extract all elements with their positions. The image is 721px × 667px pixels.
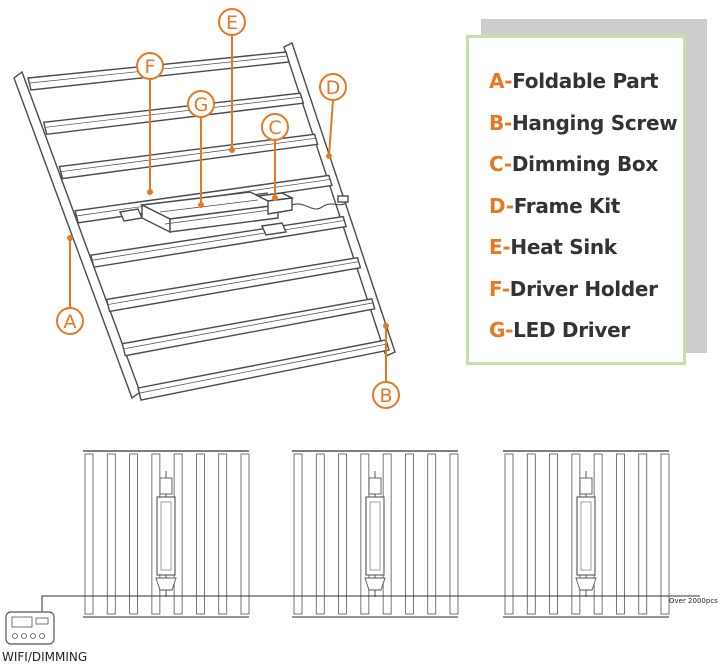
- fixture-bar: [315, 453, 325, 615]
- heat-sink-bar: [137, 339, 390, 401]
- fixture-driver-inner: [160, 501, 172, 571]
- fixture-bar: [404, 453, 414, 615]
- heat-sink-bar-edge: [45, 96, 302, 128]
- legend-key: B: [489, 110, 504, 135]
- legend-label: Foldable Part: [512, 69, 659, 93]
- callout-f-letter: F: [145, 56, 156, 78]
- wifi-dimming-controller: [5, 611, 55, 645]
- legend-label: Dimming Box: [511, 152, 658, 176]
- driver-holder-left: [118, 208, 144, 222]
- legend-label: Heat Sink: [510, 235, 617, 259]
- heat-sink-bar: [58, 133, 319, 180]
- legend-item-g: G-LED Driver: [489, 315, 683, 357]
- callout-d-letter: D: [326, 77, 341, 99]
- fixture-bar: [549, 453, 559, 615]
- fixture-front-view-1: [83, 450, 250, 618]
- callout-e: E: [218, 8, 246, 153]
- heat-sink-bar-edge: [139, 343, 388, 394]
- fixture-bar: [293, 453, 303, 615]
- legend-item-f: F-Driver Holder: [489, 274, 683, 316]
- legend-separator: -: [501, 276, 510, 301]
- fixture-driver-inner: [369, 501, 381, 571]
- legend-item-d: D-Frame Kit: [489, 191, 683, 233]
- legend-key: E: [489, 235, 503, 259]
- heat-sink-bar-edge: [92, 220, 345, 261]
- fixture-bar: [638, 453, 648, 615]
- legend-label: Frame Kit: [513, 193, 621, 218]
- driver-holder-right: [260, 222, 288, 236]
- fixture-front-view-3: [503, 450, 670, 618]
- fixture-dimming-box: [159, 477, 173, 495]
- fixture-bar: [84, 453, 94, 615]
- power-cable: [291, 202, 347, 210]
- daisy-chain-diagram: [5, 450, 700, 645]
- callouts: A B C D E: [56, 8, 400, 409]
- legend-item-c: C-Dimming Box: [489, 149, 683, 191]
- legend-item-e: E-Heat Sink: [489, 232, 683, 274]
- legend-separator: -: [503, 152, 512, 176]
- fixture-bar: [106, 453, 116, 615]
- callout-b: B: [372, 323, 400, 409]
- legend-separator: -: [505, 318, 514, 342]
- callout-c: C: [261, 113, 289, 201]
- fixture-bar: [427, 453, 437, 615]
- fixture-bar: [129, 453, 139, 615]
- callout-b-letter: B: [379, 385, 392, 407]
- fixture-dimming-box: [368, 477, 382, 495]
- fixture-bar: [615, 453, 625, 615]
- led-driver-box: [139, 191, 281, 234]
- callout-f: F: [136, 52, 164, 195]
- legend-separator: -: [504, 69, 513, 93]
- legend-key: C: [489, 152, 504, 176]
- fixture-bar: [195, 453, 205, 615]
- fixture-driver-inner: [580, 501, 592, 571]
- legend-label: Driver Holder: [509, 276, 658, 301]
- controller-label: WIFI/DIMMING: [2, 650, 88, 664]
- callout-e-letter: E: [226, 12, 238, 34]
- legend-key: D: [489, 193, 506, 218]
- legend-item-a: A-Foldable Part: [489, 66, 683, 108]
- cable-connector: [337, 195, 349, 203]
- fixture-bar: [526, 453, 536, 615]
- legend-key: G: [489, 318, 506, 342]
- fixture-bar: [218, 453, 228, 615]
- fixture-bar: [240, 453, 250, 615]
- legend-key: F: [489, 276, 502, 301]
- fixture-front-view-2: [292, 450, 459, 618]
- heat-sink-bar-edge: [61, 137, 316, 172]
- callout-g-letter: G: [194, 94, 209, 116]
- fixture-bar: [504, 453, 514, 615]
- callout-g: G: [187, 90, 215, 208]
- dimming-box: [255, 192, 295, 215]
- callout-a-letter: A: [64, 311, 77, 333]
- heat-sink-bar: [121, 298, 376, 357]
- fixture-bar: [338, 453, 348, 615]
- fixture-bar: [449, 453, 459, 615]
- fixture-bar: [660, 453, 670, 615]
- heat-sink-bar: [105, 256, 362, 313]
- legend-separator: -: [502, 235, 511, 259]
- fixture-holder: [155, 577, 177, 591]
- legend-label: LED Driver: [513, 318, 630, 342]
- callout-a: A: [56, 235, 84, 335]
- fixture-dimming-box: [579, 477, 593, 495]
- fixture-holder: [364, 577, 386, 591]
- legend-separator: -: [503, 110, 512, 135]
- legend-separator: -: [505, 193, 514, 218]
- legend-item-b: B-Hanging Screw: [489, 108, 683, 150]
- chain-count-label: Over 2000pcs: [669, 597, 718, 605]
- fixture-holder: [575, 577, 597, 591]
- frame-rail-right: [283, 42, 396, 357]
- heat-sink-bar-edge: [108, 261, 359, 305]
- heat-sink-bar-edge: [124, 302, 373, 350]
- legend-label: Hanging Screw: [511, 110, 678, 135]
- legend-key: A: [489, 69, 505, 93]
- chain-cable: [41, 595, 700, 612]
- callout-c-letter: C: [268, 117, 281, 139]
- callout-d: D: [319, 73, 347, 159]
